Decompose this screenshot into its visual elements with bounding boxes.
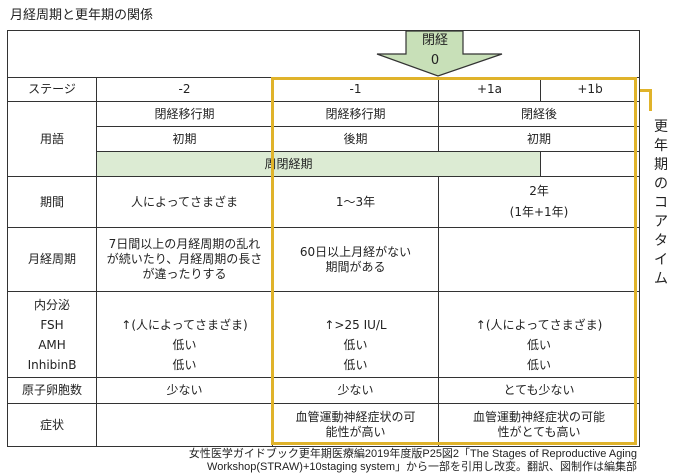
period-sub: (1年+1年): [509, 205, 569, 219]
follicle-cell: 少ない: [96, 377, 273, 404]
term-cell: 閉経後: [437, 101, 641, 127]
fsh-value: ↑>25 IU/L: [324, 317, 387, 332]
inhibin-value: 低い: [343, 357, 368, 372]
menopause-label: 閉経 0: [406, 31, 464, 71]
cycle-cell: 60日以上月経がない期間がある: [272, 227, 439, 292]
period-cell: 人によってさまざま: [96, 176, 273, 228]
row-label: 用語: [7, 101, 97, 177]
term-cell: 初期: [96, 126, 273, 152]
term-cell: 後期: [272, 126, 439, 152]
term-cell: 閉経移行期: [272, 101, 439, 127]
cycle-row: 月経周期 7日間以上の月経周期の乱れが続いたり、月経周期の長さが違ったりする 6…: [7, 227, 641, 292]
term-cell: 閉経移行期: [96, 101, 273, 127]
figure-title: 月経周期と更年期の関係: [10, 8, 154, 23]
core-period-label: 更年期のコアタイム: [652, 118, 670, 289]
arrow-line2: 0: [430, 53, 440, 68]
footnote: 女性医学ガイドブック更年期医療編2019年度版P25図2「The Stages …: [189, 448, 637, 474]
char: 年: [654, 138, 668, 154]
fsh-value: ↑(人によってさまざま): [121, 317, 248, 332]
perimenopause-band: 周閉経期: [96, 151, 541, 177]
stages-table: ステージ -2 -1 +1a +1b 用語 閉経移行期 閉経移行期 閉経後 初期…: [6, 30, 641, 447]
inhibin-value: 低い: [527, 357, 552, 372]
char: コ: [654, 195, 668, 211]
row-label: 期間: [7, 176, 97, 228]
stage-cell: -1: [272, 77, 439, 102]
follicle-cell: とても少ない: [437, 377, 641, 404]
amh-value: 低い: [172, 337, 197, 352]
core-period-bracket: [640, 89, 652, 111]
row-label: 月経周期: [7, 227, 97, 292]
symptom-cell: 血管運動神経症状の可能性が高い: [272, 403, 439, 447]
perimenopause-label: 周閉経期: [264, 156, 313, 171]
period-cell: 1〜3年: [272, 176, 439, 228]
char: タ: [654, 233, 668, 249]
period-row: 期間 人によってさまざま 1〜3年 2年 (1年+1年): [7, 176, 641, 228]
row-label: 症状: [7, 403, 97, 447]
term-cell: 初期: [437, 126, 641, 152]
symptom-cell: [96, 403, 273, 447]
fsh-value: ↑(人によってさまざま): [475, 317, 603, 332]
row-label: ステージ: [7, 77, 97, 102]
char: ア: [654, 214, 668, 230]
period-cell: 2年 (1年+1年): [437, 176, 641, 228]
endo-label: InhibinB: [27, 357, 77, 372]
row-label: 原子卵胞数: [7, 377, 97, 404]
cycle-cell: 7日間以上の月経周期の乱れが続いたり、月経周期の長さが違ったりする: [96, 227, 273, 292]
amh-value: 低い: [343, 337, 368, 352]
inhibin-value: 低い: [172, 357, 197, 372]
row-label: 内分泌 FSH AMH InhibinB: [7, 291, 97, 378]
term-row: 用語 閉経移行期 閉経移行期 閉経後: [7, 101, 641, 177]
endo-label: FSH: [40, 317, 64, 332]
stage-row: ステージ -2 -1 +1a +1b: [7, 77, 641, 102]
amh-value: 低い: [527, 337, 552, 352]
arrow-line1: 閉経: [421, 33, 448, 48]
stage-cell: +1b: [539, 77, 641, 102]
endo-cell: ↑(人によってさまざま)低い低い: [96, 291, 273, 378]
follicle-cell: 少ない: [272, 377, 439, 404]
endo-cell: ↑(人によってさまざま)低い低い: [437, 291, 641, 378]
header-row: [6, 30, 641, 78]
stage-cell: +1a: [438, 77, 541, 102]
symptom-cell: 血管運動神経症状の可能性がとても高い: [437, 403, 641, 447]
char: 更: [654, 119, 668, 135]
footnote-line: 女性医学ガイドブック更年期医療編2019年度版P25図2「The Stages …: [188, 448, 637, 460]
menopause-arrow-icon: [376, 30, 503, 77]
period-value: 2年: [529, 184, 549, 198]
symptom-row: 症状 血管運動神経症状の可能性が高い 血管運動神経症状の可能性がとても高い: [7, 403, 641, 447]
endo-label: AMH: [38, 337, 66, 352]
footnote-line: Workshop(STRAW)+10staging system」から一部を引用…: [207, 461, 637, 473]
char: 期: [654, 157, 668, 173]
char: の: [654, 176, 668, 192]
follicle-row: 原子卵胞数 少ない 少ない とても少ない: [7, 377, 641, 404]
endo-label: 内分泌: [33, 297, 70, 312]
char: イ: [654, 252, 668, 268]
cycle-cell: [437, 227, 641, 292]
stage-cell: -2: [96, 77, 273, 102]
empty-cell: [539, 151, 641, 177]
char: ム: [654, 271, 668, 287]
